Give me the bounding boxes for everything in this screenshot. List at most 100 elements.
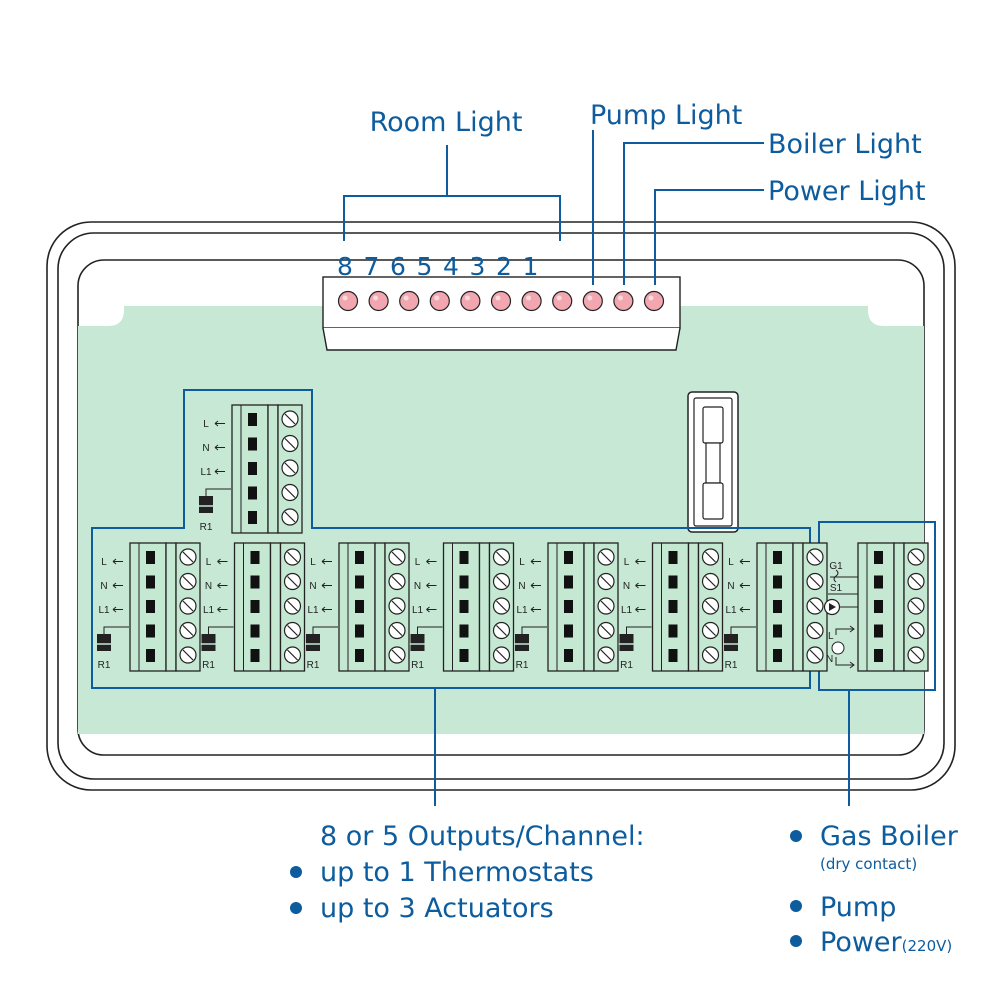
relay-label: R1: [307, 660, 320, 671]
led-number-2: 2: [496, 252, 512, 281]
wire-arrow-icon: [635, 558, 646, 565]
screw-slot: [809, 600, 821, 612]
wire-arrow-icon: [426, 582, 437, 589]
power-l-arrow-icon: [835, 625, 855, 635]
wire-slot: [248, 462, 257, 475]
wire-arrow-icon: [321, 582, 332, 589]
terminal-label: L: [728, 557, 734, 568]
room-light-led-3-highlight: [495, 295, 501, 301]
wire-slot: [874, 551, 883, 564]
screw-slot: [705, 551, 716, 563]
bullet-gas-boiler: [790, 830, 802, 842]
led-number-4: 4: [443, 252, 459, 281]
screw-slot: [287, 600, 298, 612]
wire-slot: [250, 575, 260, 589]
terminal-block-divider: [893, 542, 905, 672]
terminal-label: L1: [412, 605, 424, 616]
relay-label: R1: [411, 660, 424, 671]
relay-icon: [201, 634, 216, 651]
screw-slot: [182, 551, 194, 563]
flame-icon: [833, 569, 839, 583]
wire-slot: [564, 575, 573, 589]
power-l-label: L: [828, 631, 834, 642]
screw-slot: [284, 511, 296, 523]
wire-slot: [146, 551, 155, 564]
terminal-label: N: [309, 581, 316, 592]
wire-slot: [668, 624, 678, 638]
wire-slot: [146, 600, 155, 613]
wire-slot: [355, 649, 364, 662]
terminal-label: L1: [621, 605, 633, 616]
relay-wire: [626, 626, 652, 634]
outputs-bullet-thermostats: up to 1 Thermostats: [320, 857, 594, 888]
outputs-bullet-actuators: up to 3 Actuators: [320, 893, 554, 924]
wire-slot: [773, 551, 782, 564]
wire-arrow-icon: [321, 558, 332, 565]
led-number-6: 6: [390, 252, 406, 281]
wire-arrow-icon: [530, 582, 541, 589]
room-light-led-8: [337, 290, 359, 312]
wire-slot: [668, 551, 678, 564]
terminal-label: L1: [516, 605, 528, 616]
room-light-led-1-highlight: [556, 295, 562, 301]
led-number-1: 1: [523, 252, 539, 281]
screw-slot: [910, 625, 922, 636]
wire-arrow-icon: [426, 558, 437, 565]
wire-slot: [773, 649, 782, 662]
wire-slot: [668, 649, 678, 662]
wire-arrow-icon: [112, 582, 123, 589]
wire-slot: [874, 600, 883, 613]
relay-wire: [103, 626, 129, 634]
screw-slot: [287, 625, 298, 636]
wire-slot: [355, 575, 364, 589]
screw-slot: [600, 649, 612, 661]
terminal-label: L1: [203, 605, 215, 616]
wire-slot: [146, 575, 155, 589]
terminal-label: L: [206, 557, 212, 568]
terminal-block-divider: [374, 542, 386, 672]
room-light-led-5: [429, 290, 450, 312]
screw-slot: [910, 600, 922, 612]
screw-slot: [600, 600, 612, 612]
terminal-block-divider: [478, 542, 491, 672]
terminal-label: N: [202, 443, 209, 454]
dry-contact-label: (dry contact): [820, 855, 917, 873]
wire-arrow-icon: [214, 468, 225, 475]
terminal-label: L1: [98, 605, 110, 616]
callout-lines: [343, 130, 850, 806]
gas-boiler-label: Gas Boiler: [820, 821, 959, 852]
bullet-pump: [790, 900, 802, 912]
terminal-label: L: [519, 557, 525, 568]
screw-slot: [182, 576, 194, 587]
wire-slot: [668, 575, 678, 589]
terminal-label: L1: [307, 605, 319, 616]
relay-wire: [208, 626, 234, 634]
wire-slot: [355, 624, 364, 638]
terminal-label: N: [727, 581, 734, 592]
terminal-block-divider: [165, 542, 177, 672]
wire-slot: [773, 575, 782, 589]
terminal-block-divider: [792, 542, 804, 672]
power-light-callout: Power Light: [768, 176, 926, 207]
relay-wire: [205, 488, 231, 496]
room-light-led-1: [552, 290, 573, 312]
terminal-label: N: [414, 581, 421, 592]
wire-arrow-icon: [217, 606, 228, 613]
room-light-led-3: [490, 290, 512, 312]
terminal-label: L: [624, 557, 630, 568]
power-light-leader: [654, 189, 764, 285]
enclosure-inner-outline: [57, 232, 945, 780]
screw-slot: [600, 576, 612, 587]
fuse-cap-bottom: [702, 482, 724, 520]
screw-slot: [287, 551, 298, 563]
screw-slot: [182, 649, 194, 661]
wire-arrow-icon: [112, 606, 123, 613]
wire-slot: [668, 600, 678, 613]
wire-arrow-icon: [739, 558, 750, 565]
wire-arrow-icon: [739, 582, 750, 589]
screw-slot: [391, 600, 403, 612]
screw-slot: [284, 438, 296, 449]
